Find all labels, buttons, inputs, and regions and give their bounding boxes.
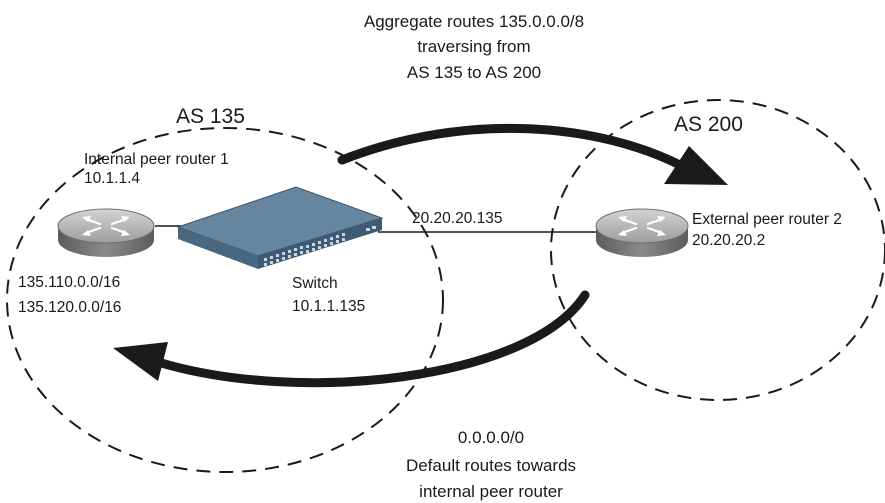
as-135-label: AS 135	[176, 105, 245, 128]
switch-icon	[176, 186, 384, 269]
top-caption-line2: traversing from	[417, 37, 530, 56]
switch-ip: 10.1.1.135	[292, 298, 365, 315]
link-ip-label: 20.20.20.135	[412, 210, 503, 227]
router2-ip: 20.20.20.2	[692, 232, 765, 249]
router1-name: Internal peer router 1	[84, 151, 229, 168]
bottom-caption-line3: internal peer router	[419, 482, 563, 501]
as-135-boundary	[6, 127, 444, 473]
bottom-caption-line1: 0.0.0.0/0	[458, 428, 524, 447]
default-route-arrow	[113, 290, 590, 388]
internal-router-1-icon	[57, 208, 155, 257]
router2-name: External peer router 2	[692, 211, 842, 228]
as-200-label: AS 200	[674, 113, 743, 136]
top-caption-line3: AS 135 to AS 200	[407, 63, 541, 82]
router1-ip: 10.1.1.4	[84, 170, 140, 187]
external-router-2-icon	[595, 208, 689, 257]
switch-name: Switch	[292, 275, 338, 292]
bottom-caption-line2: Default routes towards	[406, 456, 576, 475]
router1-route-2: 135.120.0.0/16	[18, 299, 121, 316]
as-200-boundary	[550, 99, 885, 401]
router1-route-1: 135.110.0.0/16	[18, 274, 120, 291]
aggregate-route-arrow	[337, 123, 728, 185]
top-caption-line1: Aggregate routes 135.0.0.0/8	[364, 12, 584, 31]
